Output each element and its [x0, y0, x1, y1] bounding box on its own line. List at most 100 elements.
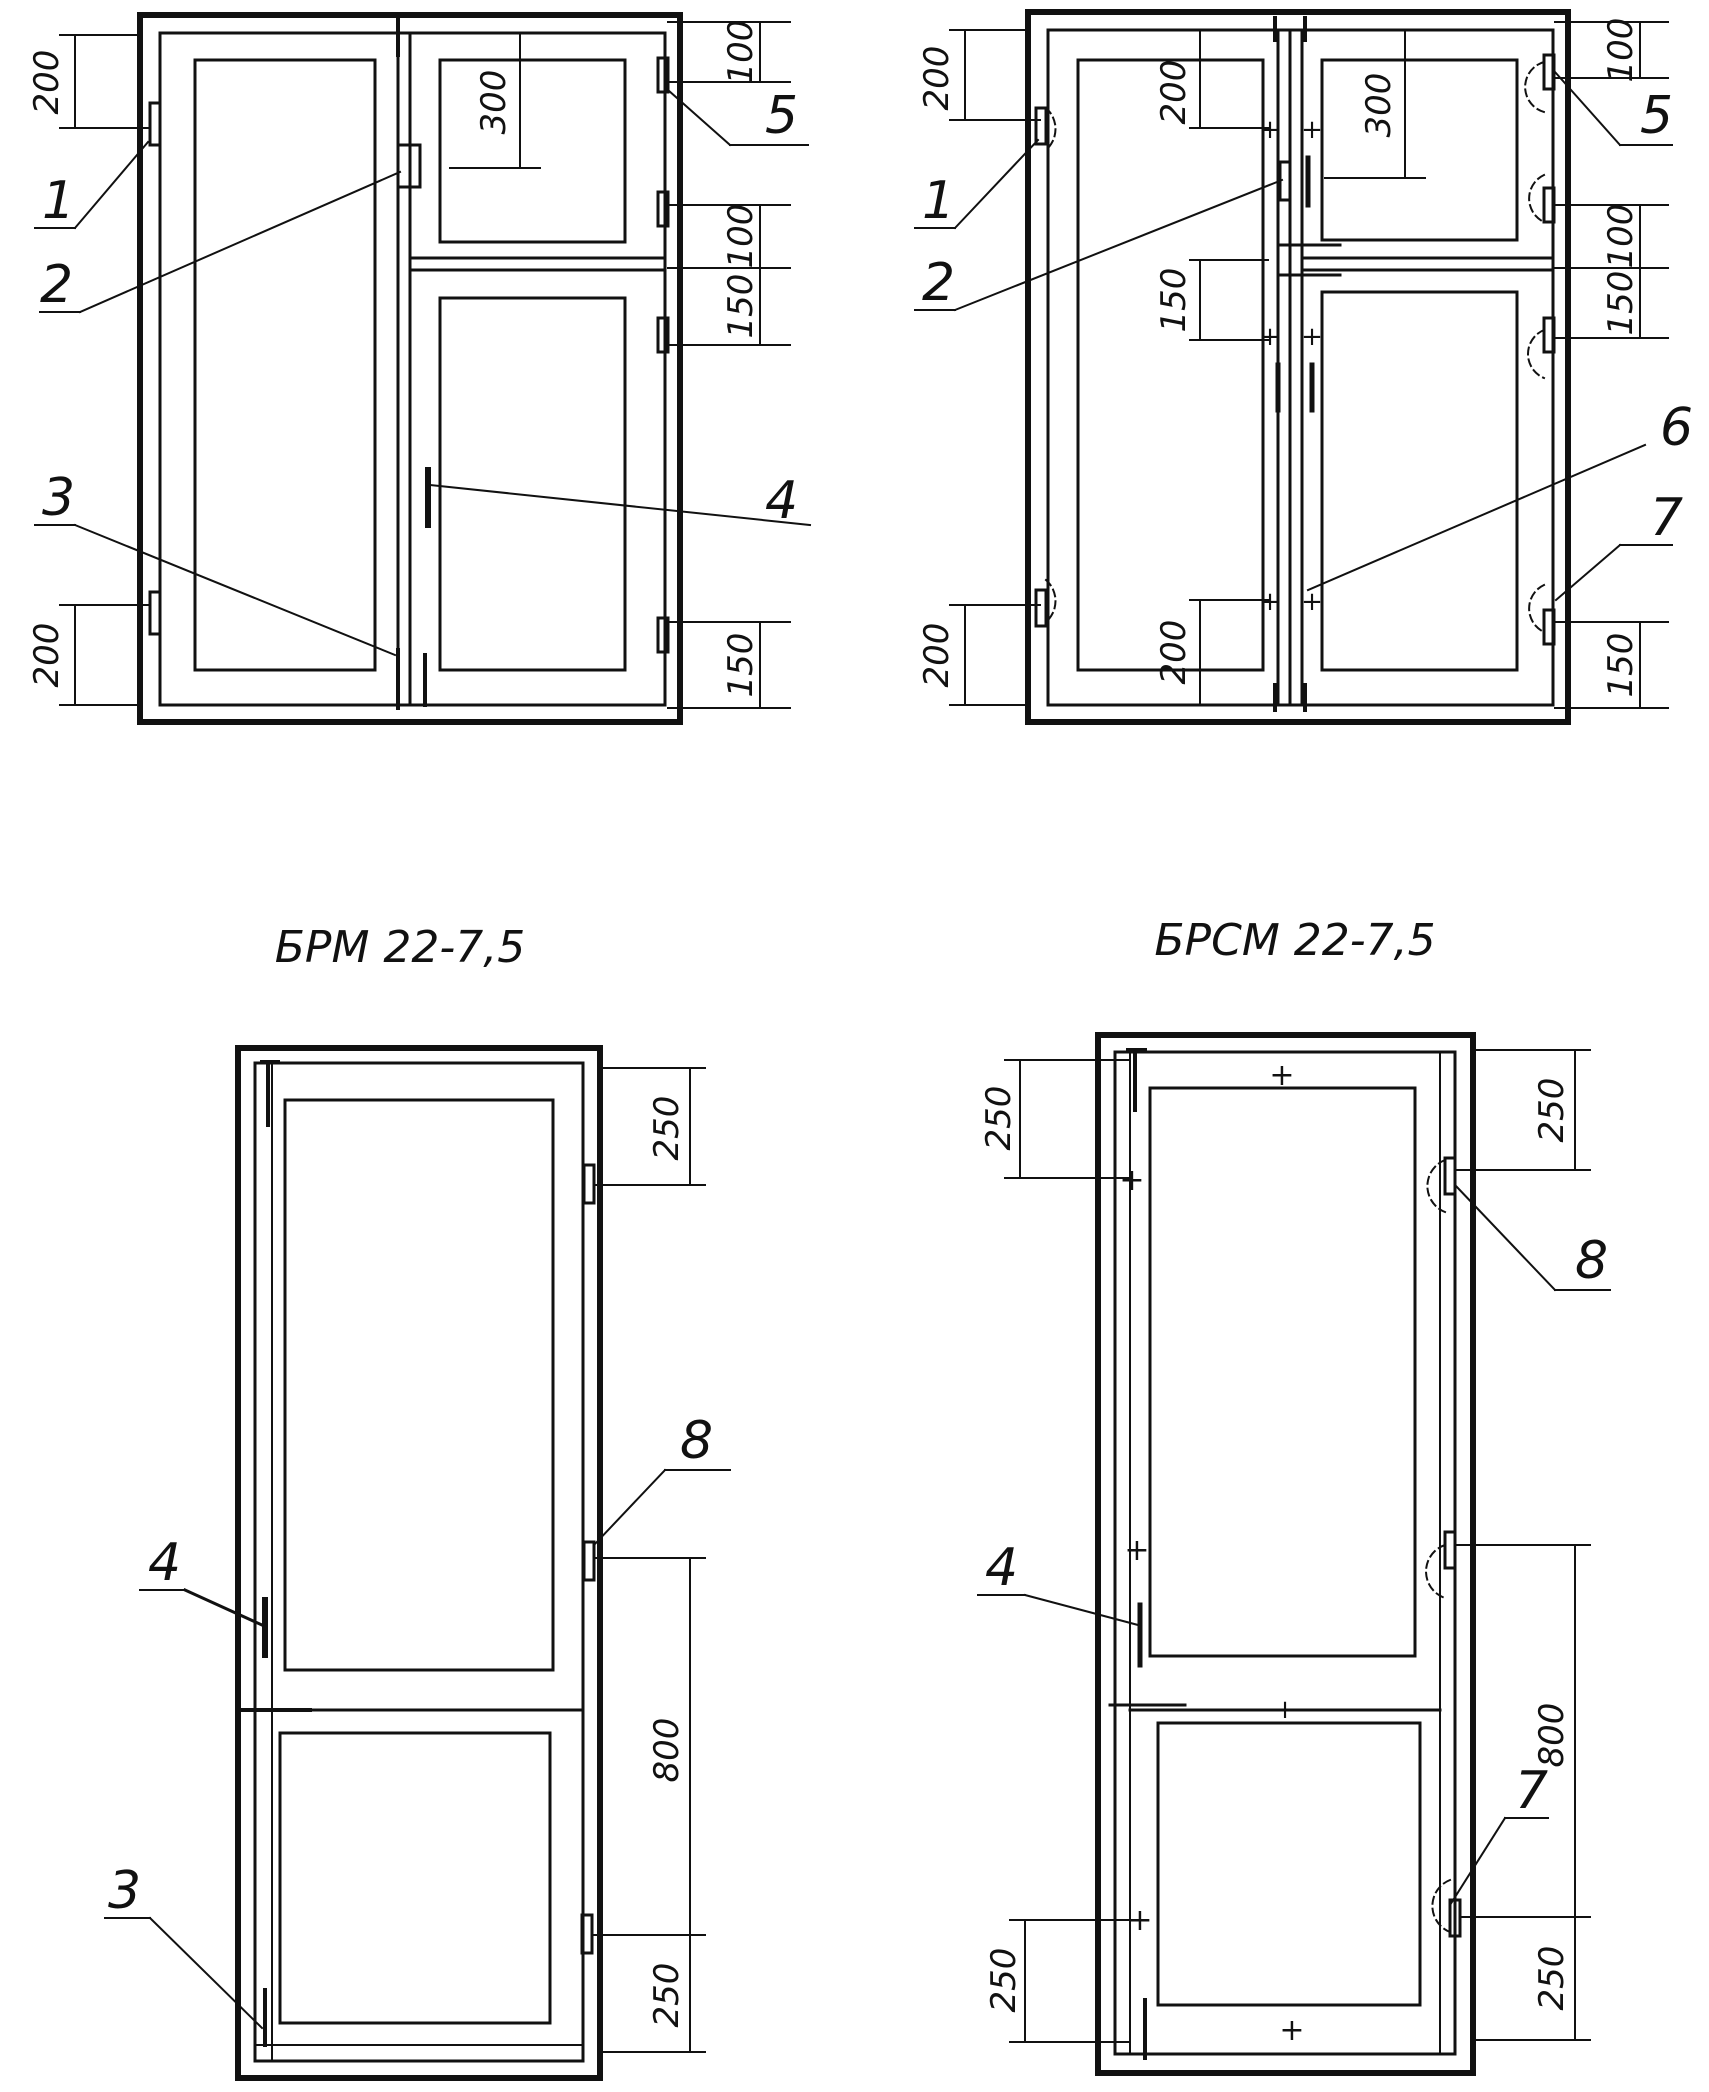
- callout-8: 8: [1575, 1231, 1608, 1291]
- drawing-title: БРСМ 22-7,5: [1154, 915, 1435, 966]
- hinge-swing: [1528, 173, 1546, 224]
- dim-label: 100: [1601, 18, 1641, 83]
- callout-4: 4: [148, 1533, 181, 1593]
- drawing-title: БРМ 22-7,5: [275, 922, 526, 973]
- leader: [183, 1588, 264, 1627]
- dim-label: 150: [1601, 633, 1641, 698]
- hinge: [1034, 106, 1048, 146]
- upper-glazing: [283, 1098, 555, 1672]
- lower-glazing: [1156, 1721, 1422, 2007]
- hinge: [148, 101, 162, 147]
- hinge: [1542, 608, 1556, 646]
- dim-label: 250: [1532, 1078, 1572, 1143]
- transom-glazing: [438, 58, 627, 244]
- leader: [953, 178, 1284, 312]
- inner-frame: [158, 31, 667, 707]
- hinge-swing: [1425, 1543, 1447, 1600]
- leader: [592, 1468, 667, 1547]
- screw-mark: +: [1274, 1695, 1296, 1725]
- drawing-double-leaf-concealed: + + + + + +: [914, 9, 1693, 725]
- dim-label: 150: [1601, 271, 1641, 336]
- hinge: [1443, 1530, 1457, 1570]
- callout-1: 1: [42, 171, 75, 231]
- callout-6: 6: [1660, 398, 1693, 458]
- callout-7: 7: [1515, 1761, 1548, 1821]
- dim-label: 200: [917, 623, 957, 688]
- hinge-swing: [1426, 1158, 1447, 1214]
- dim-label: 150: [721, 633, 761, 698]
- dim-label: 300: [474, 70, 514, 135]
- hinge-swing: [1524, 60, 1546, 114]
- dim-label: 800: [647, 1718, 687, 1783]
- callout-2: 2: [40, 255, 73, 315]
- hinge: [1542, 186, 1556, 224]
- leader: [1453, 1183, 1557, 1292]
- outer-frame: [235, 1045, 603, 2081]
- dim-label: 150: [721, 274, 761, 339]
- leader: [428, 483, 812, 527]
- hinge: [1542, 53, 1556, 91]
- screw-mark: +: [1259, 322, 1281, 352]
- dim-label: 200: [1154, 60, 1194, 125]
- latch-plate: [396, 143, 422, 189]
- dim-label: 100: [1601, 204, 1641, 269]
- screw-mark: +: [1269, 1058, 1294, 1093]
- dim-label: 250: [979, 1086, 1019, 1151]
- hinge: [582, 1163, 596, 1205]
- hinge: [656, 56, 670, 94]
- leader: [73, 140, 150, 230]
- dim-label: 150: [1154, 268, 1194, 333]
- callout-5: 5: [1640, 86, 1673, 146]
- leader: [78, 170, 402, 314]
- hinge: [582, 1540, 596, 1582]
- leader: [1553, 70, 1622, 147]
- outer-frame: [1025, 9, 1571, 725]
- dim-label: 200: [27, 50, 67, 115]
- dim-label: 100: [721, 20, 761, 85]
- transom-glazing: [1320, 58, 1519, 242]
- dim-label: 200: [1154, 620, 1194, 685]
- leader: [1306, 443, 1647, 592]
- upper-glazing: [1148, 1086, 1417, 1658]
- screw-mark: +: [1124, 1533, 1149, 1568]
- callout-7: 7: [1650, 488, 1683, 548]
- screw-mark: +: [1259, 115, 1281, 145]
- hinge-swing: [1527, 328, 1546, 380]
- hinge: [580, 1913, 594, 1955]
- leader: [1448, 1816, 1507, 1907]
- hinge: [656, 316, 670, 354]
- dim-label: 800: [1532, 1703, 1572, 1768]
- dim-label: 250: [647, 1963, 687, 2028]
- hinge-swing: [1044, 106, 1057, 152]
- leader: [953, 138, 1040, 230]
- screw-mark: +: [1259, 587, 1281, 617]
- left-leaf-glazing: [193, 58, 377, 672]
- leader: [1023, 1593, 1140, 1627]
- inner-frame: [1113, 1050, 1457, 2056]
- drawing-double-leaf-hinged: 200 200 300 100 100 150 150 1 2 3 4 5: [27, 12, 812, 725]
- left-leaf-glazing: [1076, 58, 1265, 672]
- screw-mark: +: [1301, 115, 1323, 145]
- hinge: [656, 190, 670, 228]
- dim-label: 250: [984, 1948, 1024, 2013]
- outer-frame: [1095, 1032, 1476, 2076]
- leader: [1554, 543, 1622, 602]
- callout-4: 4: [985, 1538, 1018, 1598]
- dim-label: 100: [721, 204, 761, 269]
- hinge-swing: [1044, 578, 1057, 624]
- lower-glazing: [278, 1731, 552, 2025]
- hinge: [656, 616, 670, 654]
- leader: [666, 88, 732, 147]
- callout-3: 3: [42, 468, 75, 528]
- screw-mark: +: [1127, 1903, 1152, 1938]
- callout-4: 4: [765, 471, 798, 531]
- hinge: [1542, 316, 1556, 354]
- dim-label: 250: [1532, 1946, 1572, 2011]
- right-leaf-glazing: [438, 296, 627, 672]
- dim-label: 200: [917, 46, 957, 111]
- right-leaf-glazing: [1320, 290, 1519, 672]
- screw-mark: +: [1301, 322, 1323, 352]
- screw-mark: +: [1279, 2013, 1304, 2048]
- screw-mark: +: [1119, 1163, 1144, 1198]
